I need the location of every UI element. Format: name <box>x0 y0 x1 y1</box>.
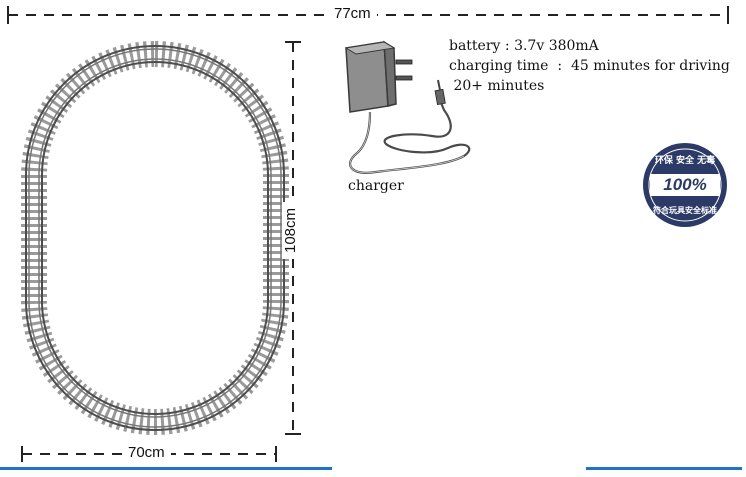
accent-line-right <box>586 467 742 470</box>
height-dimension-line <box>285 41 301 435</box>
battery-spec: battery : 3.7v 380mA <box>449 38 599 54</box>
badge-bottom-text: 符合玩具安全标准 <box>653 206 717 215</box>
wall-charger-icon <box>344 40 471 174</box>
badge-center-text: 100% <box>663 175 707 194</box>
width-total-label: 77cm <box>328 5 377 22</box>
width-track-label: 70cm <box>122 444 171 461</box>
accent-line-left <box>0 467 332 470</box>
driving-spec: 20+ minutes <box>449 78 545 94</box>
badge-top-text: 环保 安全 无毒 <box>654 156 716 166</box>
height-track-label: 108cm <box>282 201 300 260</box>
oval-train-track-icon <box>21 41 289 435</box>
charging-spec: charging time : 45 minutes for driving <box>449 58 730 74</box>
charger-label: charger <box>348 178 404 194</box>
safety-badge-icon <box>643 143 727 227</box>
